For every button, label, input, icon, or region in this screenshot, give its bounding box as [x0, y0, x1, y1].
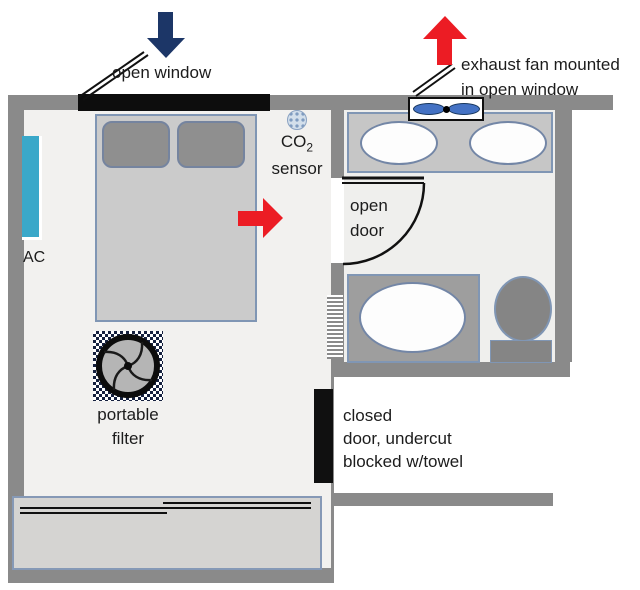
wall-bedroom-bathroom-upper — [331, 108, 344, 178]
exhaust-fan-leader-line — [412, 63, 456, 97]
sink-right — [469, 121, 547, 165]
fan-hub — [443, 106, 450, 113]
radiator-vent — [327, 295, 343, 359]
exhaust-fan-icon — [408, 97, 484, 121]
exhaust-fan-label-line1: exhaust fan mounted — [461, 55, 620, 74]
sink-left — [360, 121, 438, 165]
closed-door-bar — [314, 389, 333, 483]
wall-left — [8, 95, 24, 583]
inflow-arrow-icon — [147, 12, 185, 58]
closed-door-label-line1: closed — [343, 406, 393, 425]
wall-bathroom-right — [555, 110, 572, 362]
co2-sensor-icon — [287, 110, 307, 130]
portable-filter-label-line2: filter — [111, 429, 145, 448]
vanity-counter — [347, 112, 553, 173]
closed-door-label-line3: blocked w/towel — [343, 452, 464, 471]
arrow-head — [423, 16, 467, 39]
closed-door-label-line2: door, undercut — [343, 429, 452, 448]
bed — [95, 114, 257, 322]
exhaust-fan-label-line2: in open window — [461, 80, 579, 99]
wall-bottom — [8, 568, 334, 583]
arrow-head — [147, 38, 185, 58]
exhaust-fan-label: exhaust fan mounted in open window — [461, 52, 620, 102]
open-door-label-line1: open — [350, 196, 388, 215]
wall-bathroom-bottom — [321, 362, 570, 377]
pillow-right — [177, 121, 245, 168]
open-door-label: open door — [350, 193, 388, 243]
ac-label: AC — [23, 249, 46, 266]
co2-formula: CO2 — [280, 132, 314, 155]
arrow-shaft — [238, 211, 264, 226]
outflow-arrow-icon — [423, 16, 467, 65]
open-window-bar — [78, 94, 270, 111]
arrow-shaft — [437, 38, 452, 65]
wall-hallway-bottom — [321, 493, 553, 506]
closet-sliding-door-left — [20, 507, 167, 514]
open-door-label-line2: door — [350, 221, 385, 240]
co2-sensor-label: CO2 sensor — [262, 131, 332, 180]
bathtub-basin — [359, 282, 466, 353]
fan-icon — [96, 334, 160, 398]
portable-filter-label-line1: portable — [97, 405, 159, 424]
fan-blade-left — [413, 103, 445, 115]
portable-filter-label: portable filter — [80, 403, 176, 451]
portable-filter-icon — [93, 331, 163, 401]
fan-blade-right — [448, 103, 480, 115]
arrow-head — [263, 198, 283, 238]
co2-sensor-word: sensor — [271, 159, 323, 179]
closet-sliding-door-right — [163, 502, 311, 509]
arrow-shaft — [158, 12, 173, 39]
ac-unit — [22, 136, 42, 240]
closed-door-label: closed door, undercut blocked w/towel — [343, 404, 463, 473]
pillow-left — [102, 121, 170, 168]
bathtub — [347, 274, 480, 363]
toilet-tank — [490, 340, 552, 363]
airflow-arrow-icon — [238, 198, 283, 238]
open-window-label: open window — [112, 63, 212, 82]
toilet-bowl — [494, 276, 552, 342]
